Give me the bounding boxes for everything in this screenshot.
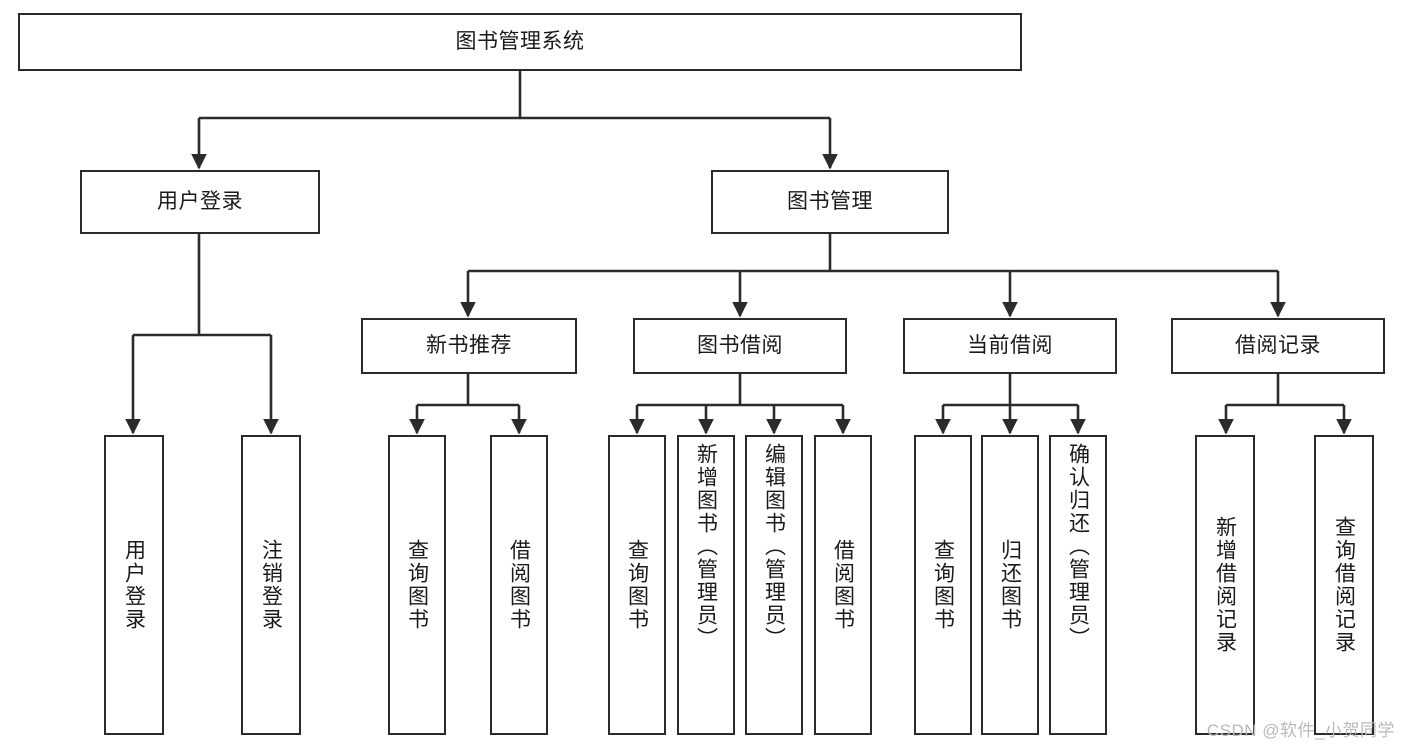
node-leaf-edit-book[interactable]: 编辑图书（管理员） <box>745 435 803 735</box>
node-leaf-query-book-2[interactable]: 查询图书 <box>608 435 666 735</box>
node-leaf-logout-login[interactable]: 注销登录 <box>241 435 301 735</box>
node-borrow-record-label: 借阅记录 <box>1235 333 1321 357</box>
node-leaf-user-login-label: 用户登录 <box>122 539 146 631</box>
node-leaf-add-book-label: 新增图书（管理员） <box>694 443 718 650</box>
watermark-text: CSDN @软件_小贺同学 <box>1206 721 1395 740</box>
node-leaf-query-book-2-label: 查询图书 <box>625 539 649 631</box>
node-leaf-query-record-label: 查询借阅记录 <box>1332 516 1356 654</box>
node-leaf-borrow-book-1[interactable]: 借阅图书 <box>490 435 548 735</box>
node-leaf-borrow-book-2-label: 借阅图书 <box>831 539 855 631</box>
node-leaf-query-book-1[interactable]: 查询图书 <box>388 435 446 735</box>
node-book-borrow[interactable]: 图书借阅 <box>633 318 847 374</box>
node-leaf-add-book[interactable]: 新增图书（管理员） <box>677 435 735 735</box>
node-leaf-confirm-return-label: 确认归还（管理员） <box>1066 443 1090 650</box>
node-leaf-add-record[interactable]: 新增借阅记录 <box>1195 435 1255 735</box>
node-book-management[interactable]: 图书管理 <box>711 170 949 234</box>
node-leaf-confirm-return[interactable]: 确认归还（管理员） <box>1049 435 1107 735</box>
node-new-book-recommend[interactable]: 新书推荐 <box>361 318 577 374</box>
node-current-borrow[interactable]: 当前借阅 <box>903 318 1117 374</box>
node-leaf-query-book-1-label: 查询图书 <box>405 539 429 631</box>
node-borrow-record[interactable]: 借阅记录 <box>1171 318 1385 374</box>
node-leaf-edit-book-label: 编辑图书（管理员） <box>762 443 786 650</box>
node-book-management-label: 图书管理 <box>787 189 873 213</box>
node-user-login[interactable]: 用户登录 <box>80 170 320 234</box>
node-leaf-return-book-label: 归还图书 <box>998 539 1022 631</box>
node-leaf-query-book-3-label: 查询图书 <box>931 539 955 631</box>
node-leaf-return-book[interactable]: 归还图书 <box>981 435 1039 735</box>
node-user-login-label: 用户登录 <box>157 189 243 213</box>
node-book-borrow-label: 图书借阅 <box>697 333 783 357</box>
node-current-borrow-label: 当前借阅 <box>967 333 1053 357</box>
node-leaf-query-record[interactable]: 查询借阅记录 <box>1314 435 1374 735</box>
node-leaf-borrow-book-2[interactable]: 借阅图书 <box>814 435 872 735</box>
node-root[interactable]: 图书管理系统 <box>18 13 1022 71</box>
node-leaf-logout-login-label: 注销登录 <box>259 539 283 631</box>
node-leaf-user-login[interactable]: 用户登录 <box>104 435 164 735</box>
node-leaf-borrow-book-1-label: 借阅图书 <box>507 539 531 631</box>
node-new-book-recommend-label: 新书推荐 <box>426 333 512 357</box>
node-leaf-query-book-3[interactable]: 查询图书 <box>914 435 972 735</box>
node-root-label: 图书管理系统 <box>455 29 585 53</box>
node-leaf-add-record-label: 新增借阅记录 <box>1213 516 1237 654</box>
